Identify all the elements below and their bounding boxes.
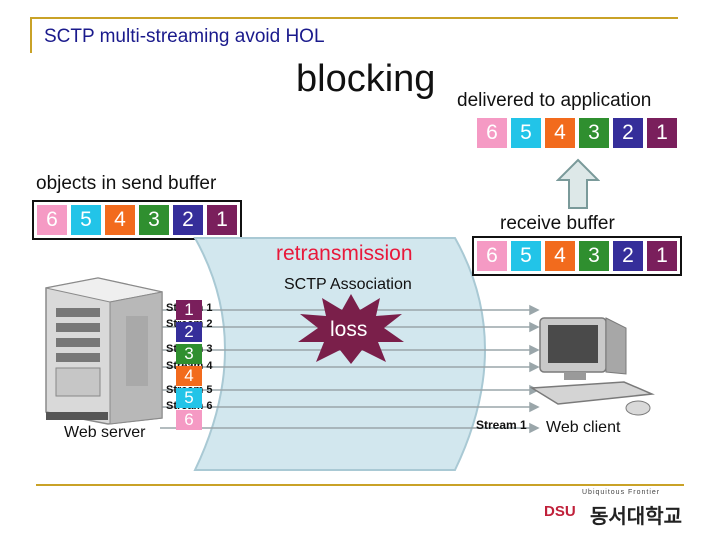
send-buffer-strip: 6 5 4 3 2 1 (32, 200, 242, 240)
send-box-1: 1 (207, 205, 237, 235)
delivered-box-1: 1 (647, 118, 677, 148)
seq-5: 5 (176, 388, 202, 408)
receive-box-5: 5 (511, 241, 541, 271)
stream-1-client-label: Stream 1 (476, 418, 527, 432)
association-title: SCTP Association (284, 276, 412, 293)
delivered-label: delivered to application (457, 90, 652, 111)
delivered-strip: 6 5 4 3 2 1 (474, 115, 680, 151)
receive-box-4: 4 (545, 241, 575, 271)
send-box-2: 2 (173, 205, 203, 235)
frame-left-line (30, 17, 32, 53)
loss-label: loss (330, 318, 368, 341)
logo-mark: DSU (544, 503, 576, 520)
delivered-box-5: 5 (511, 118, 541, 148)
send-box-3: 3 (139, 205, 169, 235)
slide-title: SCTP multi-streaming avoid HOL (44, 26, 325, 47)
delivered-box-6: 6 (477, 118, 507, 148)
seq-4: 4 (176, 366, 202, 386)
logo-name: 동서대학교 (590, 506, 682, 528)
delivered-box-4: 4 (545, 118, 575, 148)
receive-buffer-label: receive buffer (500, 213, 615, 234)
send-buffer-label: objects in send buffer (36, 173, 217, 194)
retransmission-label: retransmission (276, 242, 413, 265)
receive-box-6: 6 (477, 241, 507, 271)
frame-top-line (30, 17, 678, 19)
send-box-5: 5 (71, 205, 101, 235)
delivered-box-3: 3 (579, 118, 609, 148)
logo-tagline: Ubiquitous Frontier (582, 489, 661, 496)
web-server-label: Web server (64, 424, 146, 441)
receive-box-3: 3 (579, 241, 609, 271)
seq-6: 6 (176, 410, 202, 430)
receive-buffer-strip: 6 5 4 3 2 1 (472, 236, 682, 276)
delivered-box-2: 2 (613, 118, 643, 148)
send-box-6: 6 (37, 205, 67, 235)
slide-title-continued: blocking (296, 58, 436, 100)
receive-box-1: 1 (647, 241, 677, 271)
seq-1: 1 (176, 300, 202, 320)
web-client-label: Web client (546, 419, 621, 436)
frame-bottom-line (36, 484, 684, 486)
seq-2: 2 (176, 322, 202, 342)
loss-burst-icon (298, 294, 404, 364)
send-box-4: 4 (105, 205, 135, 235)
receive-box-2: 2 (613, 241, 643, 271)
desktop-computer-icon (529, 317, 655, 416)
up-arrow-icon (556, 158, 600, 209)
server-tower-icon (45, 277, 163, 425)
seq-3: 3 (176, 344, 202, 364)
